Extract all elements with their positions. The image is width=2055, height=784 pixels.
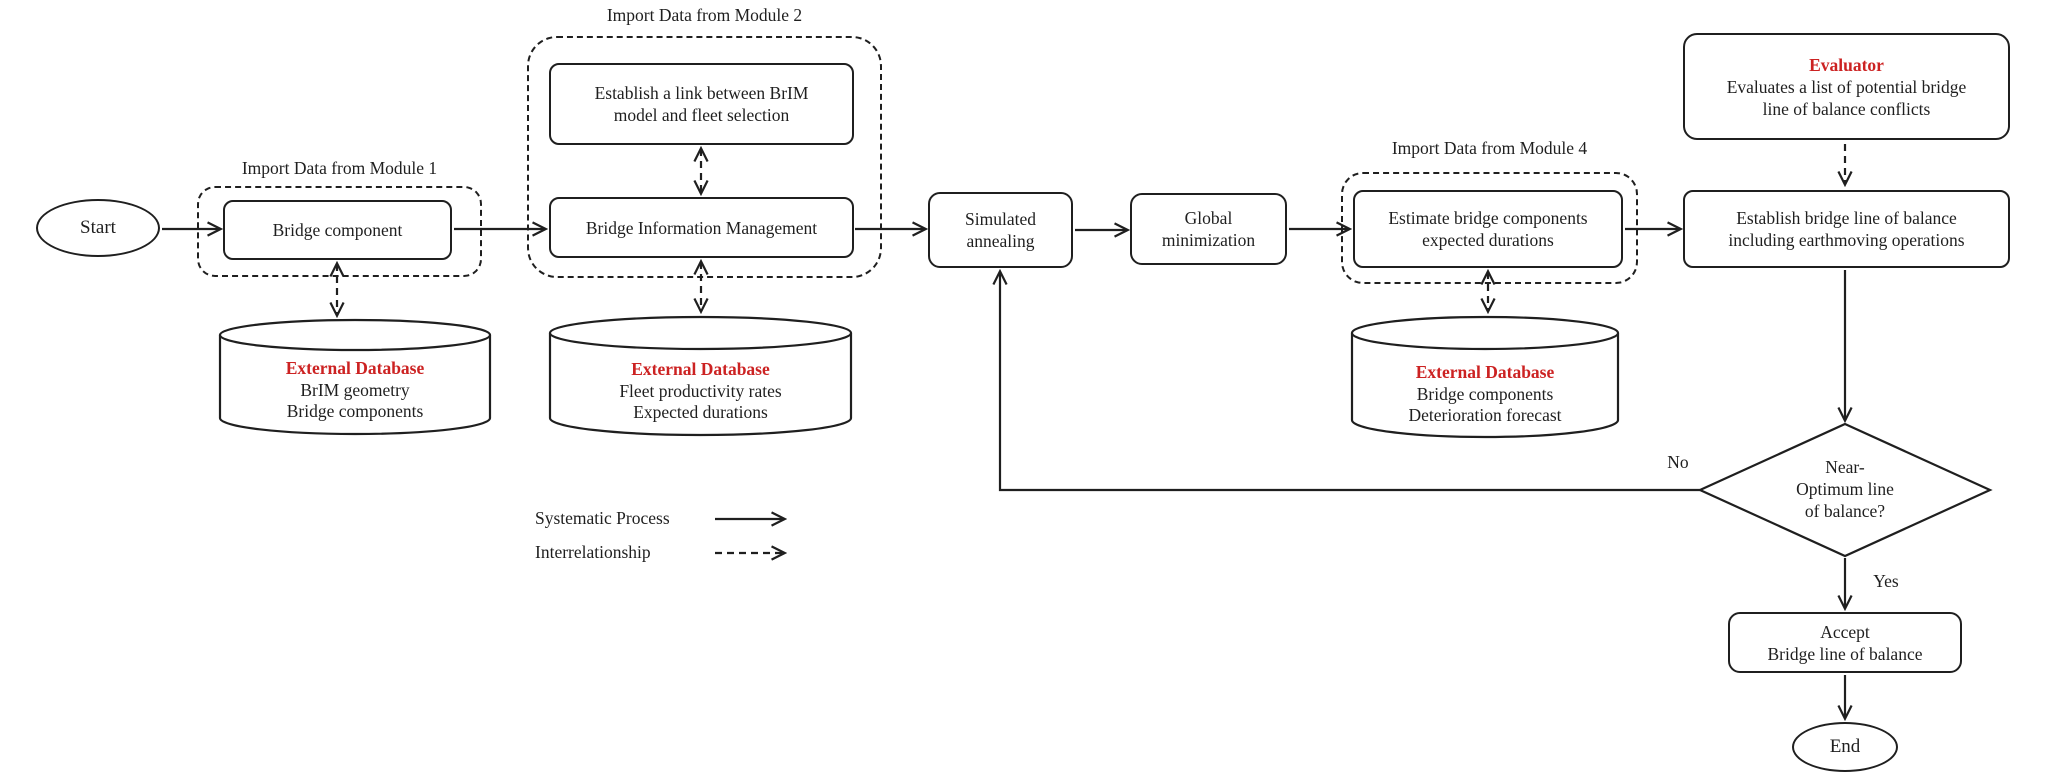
estimate-line2: expected durations — [1422, 230, 1554, 250]
bridge-component-box: Bridge component — [223, 200, 452, 260]
database3-line1: Bridge components — [1416, 383, 1554, 404]
module2-group-label: Import Data from Module 2 — [606, 5, 803, 25]
estimate-box: Estimate bridge components expected dura… — [1353, 190, 1623, 268]
legend-dashed-label: Interrelationship — [535, 542, 651, 562]
database1-cylinder — [218, 318, 492, 436]
evaluator-title: Evaluator — [1809, 54, 1884, 75]
evaluator-line2: line of balance conflicts — [1762, 98, 1931, 119]
module1-group-frame — [197, 186, 482, 277]
module2-group-frame — [527, 36, 882, 278]
database2-text: External Database Fleet productivity rat… — [548, 359, 853, 424]
gm-line1: Global — [1184, 208, 1233, 228]
module4-group-label: Import Data from Module 4 — [1391, 138, 1588, 158]
establish-lob-line1: Establish bridge line of balance — [1736, 208, 1957, 228]
database2-line1: Fleet productivity rates — [619, 380, 782, 401]
database2-title: External Database — [631, 359, 770, 379]
legend-solid-label: Systematic Process — [535, 508, 670, 528]
accept-line2: Bridge line of balance — [1767, 643, 1923, 664]
database2-cylinder — [548, 315, 853, 437]
establish-link-line2: model and fleet selection — [613, 105, 790, 125]
database1-line1: BrIM geometry — [300, 379, 410, 400]
decision-diamond-shape — [1697, 422, 1993, 558]
decision-diamond-text: Near- Optimum line of balance? — [1745, 456, 1945, 522]
module4-group-frame — [1341, 172, 1638, 284]
database3-title: External Database — [1415, 362, 1555, 382]
start-terminator: Start — [36, 199, 160, 257]
database1-title: External Database — [285, 358, 425, 378]
establish-lob-line2: including earthmoving operations — [1728, 230, 1965, 250]
evaluator-line1: Evaluates a list of potential bridge — [1726, 76, 1967, 97]
module1-group-label: Import Data from Module 1 — [241, 158, 438, 178]
simulated-annealing-box: Simulated annealing — [928, 192, 1073, 268]
end-label: End — [1829, 736, 1861, 757]
database3-cylinder — [1350, 315, 1620, 439]
establish-link-box: Establish a link between BrIM model and … — [549, 63, 854, 145]
database1-line2: Bridge components — [286, 401, 424, 421]
database3-text: External Database Bridge components Dete… — [1350, 362, 1620, 427]
bim-box: Bridge Information Management — [549, 197, 854, 258]
decision-no-label: No — [1667, 452, 1689, 472]
sa-line2: annealing — [966, 231, 1035, 251]
database3-line2: Deterioration forecast — [1408, 405, 1562, 425]
bim-label: Bridge Information Management — [585, 217, 818, 238]
evaluator-box: Evaluator Evaluates a list of potential … — [1683, 33, 2010, 140]
gm-line2: minimization — [1161, 230, 1256, 250]
start-label: Start — [80, 217, 116, 238]
accept-box: Accept Bridge line of balance — [1728, 612, 1962, 673]
end-terminator: End — [1792, 722, 1898, 772]
bridge-component-label: Bridge component — [272, 220, 403, 240]
decision-line1: Near- — [1825, 457, 1865, 477]
database2-line2: Expected durations — [633, 402, 768, 422]
global-minimization-box: Global minimization — [1130, 193, 1287, 265]
arrow-decision-no-feedback-to-sa — [1000, 272, 1700, 492]
decision-yes-label: Yes — [1873, 571, 1899, 591]
decision-line3: of balance? — [1804, 501, 1886, 521]
establish-lob-box: Establish bridge line of balance includi… — [1683, 190, 2010, 268]
accept-line1: Accept — [1820, 621, 1870, 642]
estimate-line1: Estimate bridge components — [1388, 208, 1588, 228]
decision-line2: Optimum line — [1796, 479, 1894, 499]
database1-text: External Database BrIM geometry Bridge c… — [218, 358, 492, 423]
establish-link-line1: Establish a link between BrIM — [594, 83, 809, 103]
sa-line1: Simulated — [965, 209, 1036, 229]
